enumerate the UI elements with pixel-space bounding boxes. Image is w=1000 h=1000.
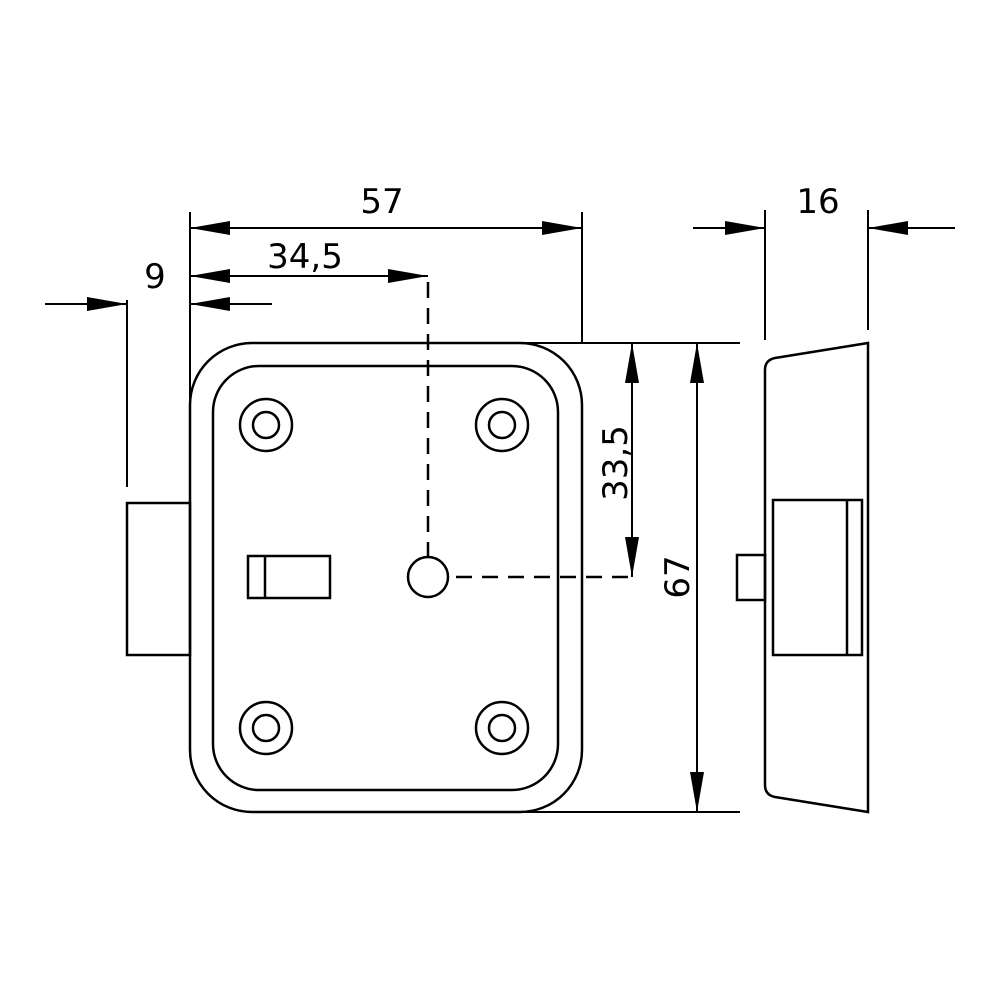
dimension-57: 57 — [189, 182, 583, 410]
dimension-67: 67 — [515, 343, 740, 813]
screw-hole-top-left — [238, 397, 294, 453]
side-spindle — [735, 553, 767, 602]
dimension-label-33-5: 33,5 — [596, 425, 636, 501]
bolt — [125, 501, 192, 657]
side-mechanism — [771, 498, 864, 657]
dimension-label-16: 16 — [796, 182, 839, 222]
dimension-33-5: 33,5 — [515, 342, 740, 577]
screw-hole-bottom-right — [474, 700, 530, 756]
dimension-label-67: 67 — [658, 555, 698, 598]
dimension-label-34-5: 34,5 — [267, 237, 343, 277]
lock-body-outline — [188, 341, 584, 814]
side-body — [763, 341, 870, 814]
dimension-16: 16 — [693, 182, 955, 340]
side-view — [735, 341, 870, 814]
dimension-34-5: 34,5 — [190, 237, 428, 283]
dimension-label-9: 9 — [144, 257, 166, 297]
dimension-label-57: 57 — [360, 182, 403, 222]
latch-slot — [246, 554, 332, 600]
lock-face-plate — [211, 364, 560, 792]
screw-hole-bottom-left — [238, 700, 294, 756]
front-view — [125, 282, 632, 814]
dimension-9: 9 — [45, 257, 272, 487]
keyhole — [406, 555, 450, 599]
screw-hole-top-right — [474, 397, 530, 453]
